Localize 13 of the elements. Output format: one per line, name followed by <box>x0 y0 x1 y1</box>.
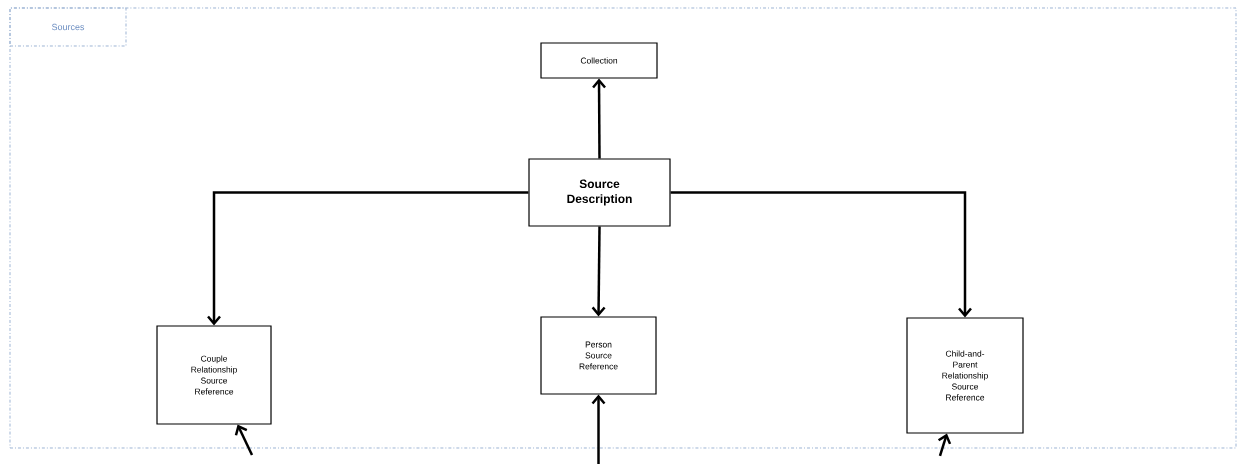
group-heading: Sources <box>9 7 127 47</box>
process-box: Couple Relationship Source Reference <box>156 325 272 425</box>
arrow <box>592 78 606 159</box>
process-box: Collection <box>540 42 658 79</box>
arrow <box>591 226 606 317</box>
arrow <box>670 191 972 318</box>
process-box: Source Description <box>528 158 671 227</box>
arrow <box>234 424 254 456</box>
arrow <box>591 394 606 464</box>
arrow <box>937 433 952 457</box>
process-box: Person Source Reference <box>540 316 657 395</box>
process-box: Child-and-Parent Relationship Source Reference <box>906 317 1024 434</box>
arrow <box>207 191 529 326</box>
